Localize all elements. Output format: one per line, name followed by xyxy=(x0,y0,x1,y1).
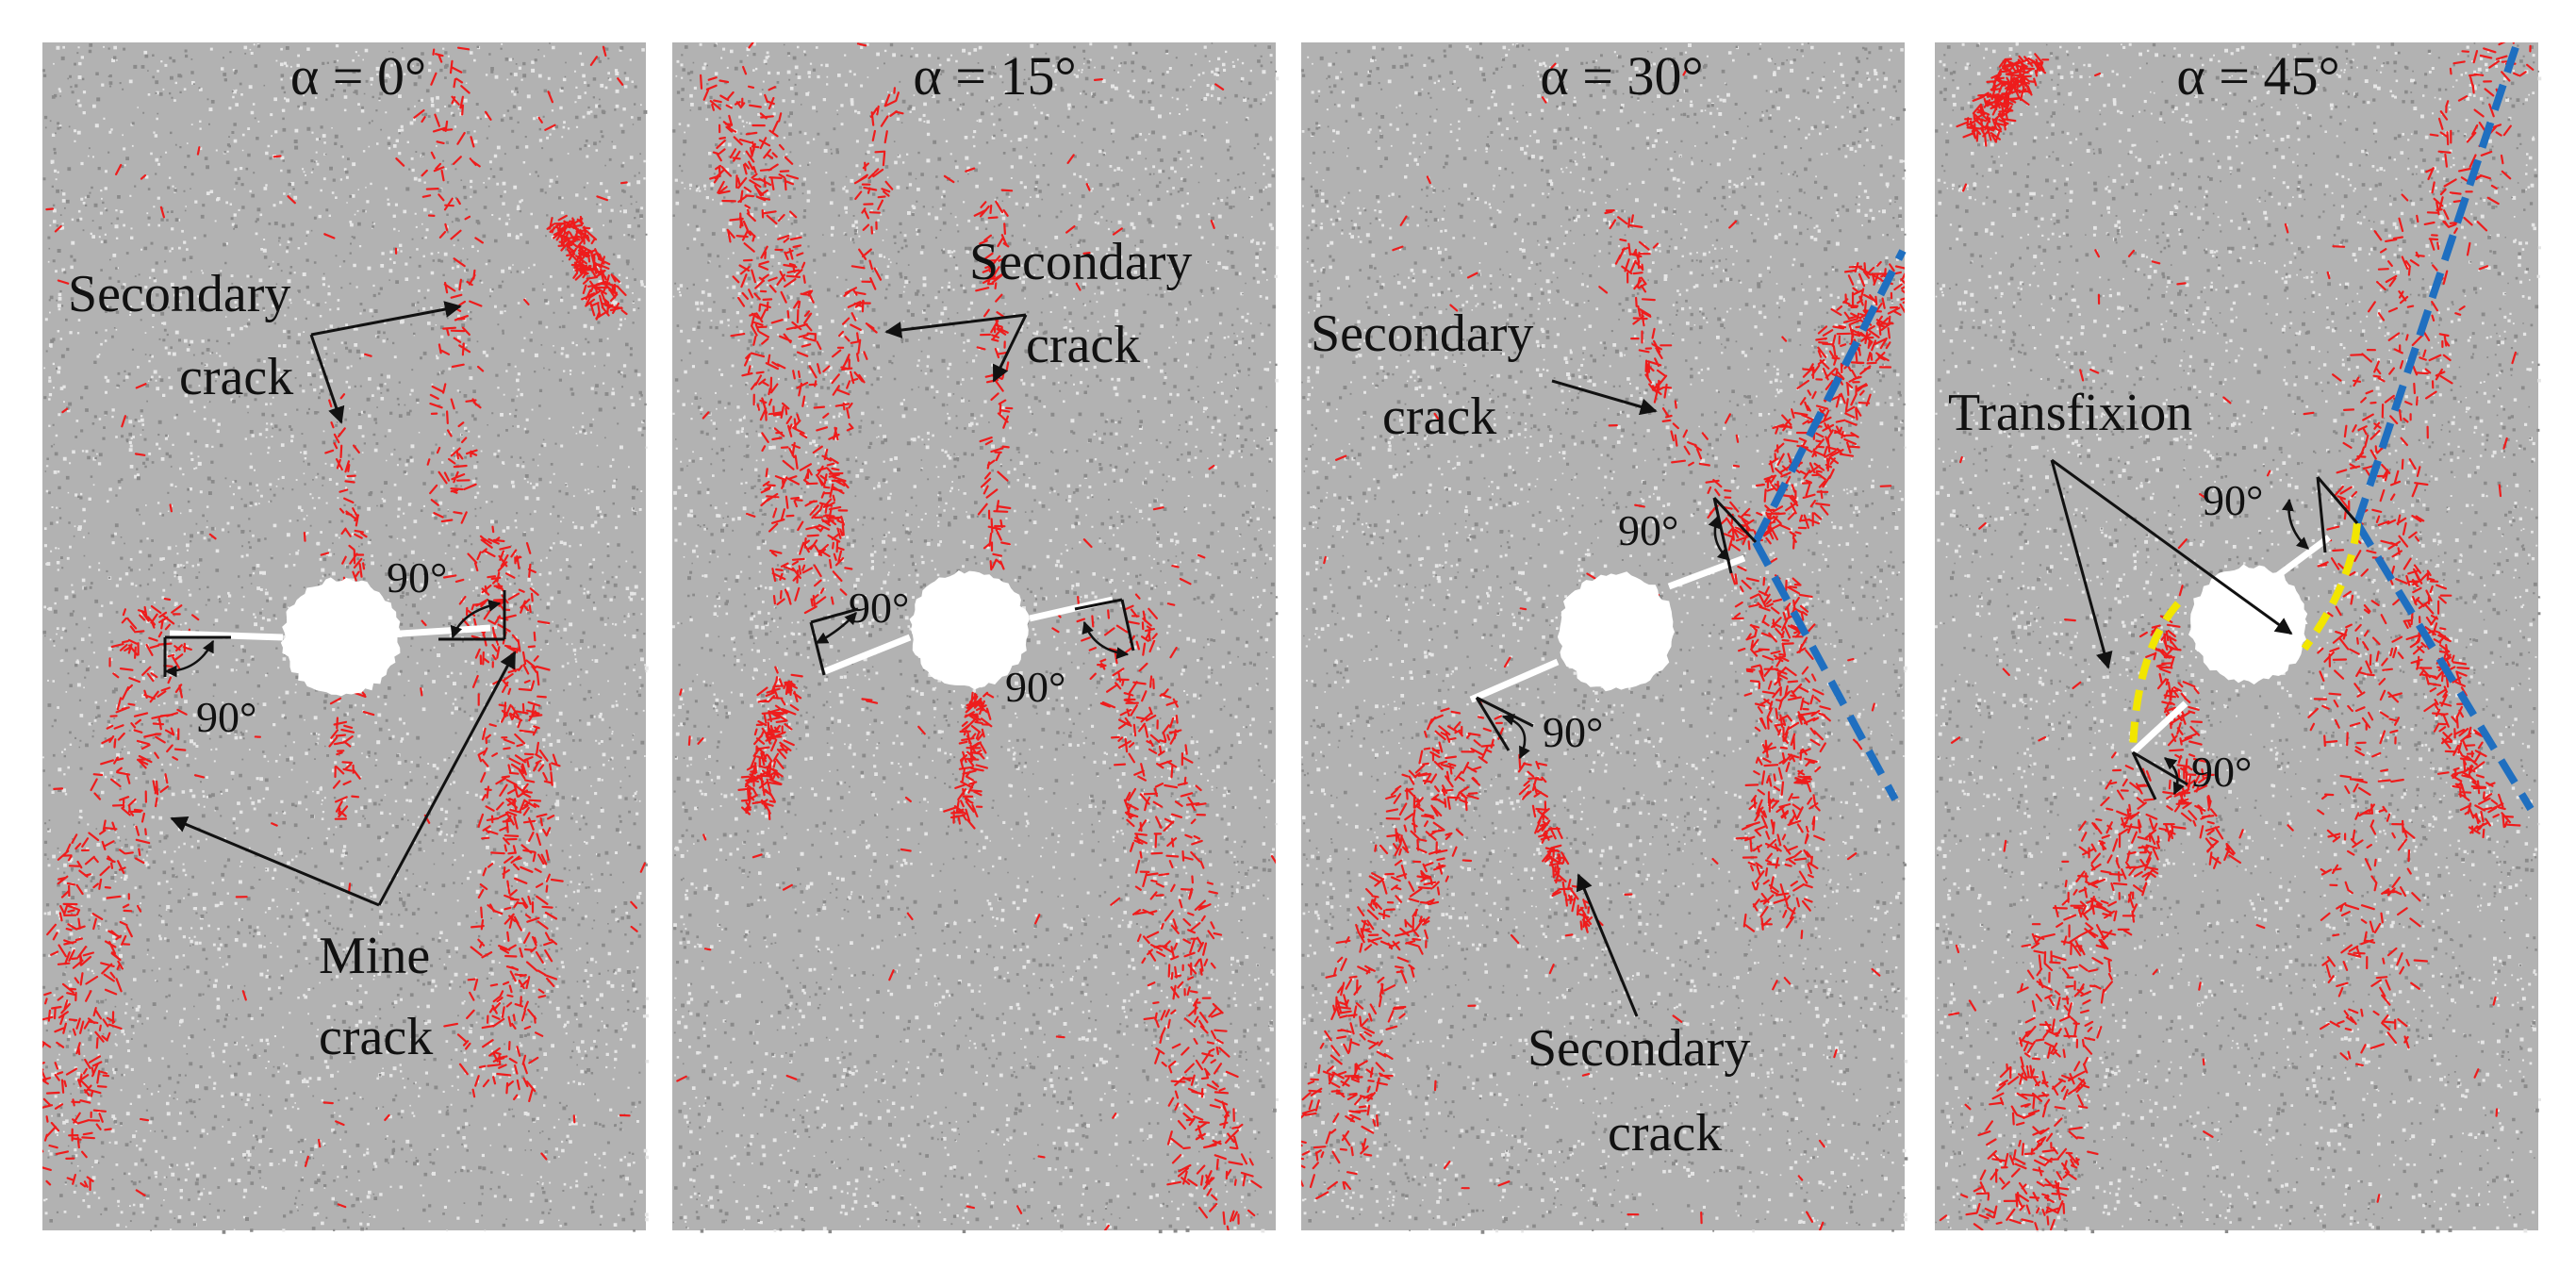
crack-network xyxy=(1939,42,2535,1230)
notch-slit-left xyxy=(1469,658,1560,703)
angle-arc-arrow xyxy=(1708,515,1730,561)
transfixion-path xyxy=(2129,601,2182,751)
crack-segments xyxy=(1939,42,2535,1230)
angle-label: 90° xyxy=(1005,663,1065,711)
annotation-label: crack xyxy=(1382,387,1496,446)
dashed-line xyxy=(1752,540,1899,801)
notch-slit-left xyxy=(2130,701,2188,755)
leader-line xyxy=(377,651,517,906)
leader-line xyxy=(2050,459,2113,669)
notch-slit-right xyxy=(1029,596,1114,622)
angle-arc-arrow xyxy=(2163,757,2185,796)
panel-alpha-30: α = 30° 90° 90° Secondary crack Secondar… xyxy=(1301,42,1908,1234)
leader-line xyxy=(884,313,1027,338)
angle-arc-arrow xyxy=(1501,714,1530,760)
leader-line xyxy=(992,314,1028,383)
borehole xyxy=(1557,571,1675,692)
angle-label: 90° xyxy=(1543,708,1603,756)
crack-network xyxy=(1301,62,1905,1230)
leader-line xyxy=(1551,379,1658,416)
panel-title: α = 30° xyxy=(1540,45,1703,107)
particle-speckle-dark xyxy=(1935,42,2541,1234)
annotation-label: Secondary xyxy=(68,265,290,323)
angle-arc-arrow xyxy=(164,639,215,678)
borehole xyxy=(909,569,1030,690)
annotation-label: Transfixion xyxy=(1948,384,2192,442)
angle-label: 90° xyxy=(1618,506,1678,554)
angle-arc-arrow xyxy=(2282,498,2309,550)
dashed-line xyxy=(2353,45,2519,525)
panel-alpha-45: α = 45° 90° 90° Transfixion xyxy=(1935,42,2542,1234)
angle-arc-arrow xyxy=(815,612,857,645)
right-angle-marker xyxy=(438,590,506,641)
dashed-line xyxy=(1752,249,1907,544)
panel-title: α = 45° xyxy=(2176,45,2339,107)
transfixion-path xyxy=(2301,522,2361,651)
angle-label: 90° xyxy=(196,693,256,741)
notch-slit-right xyxy=(2260,535,2332,589)
annotation-label: Secondary xyxy=(969,233,1192,291)
panel-title: α = 15° xyxy=(913,45,1076,107)
leader-line xyxy=(1576,873,1639,1017)
angle-arc-arrow xyxy=(1082,620,1130,660)
annotation-label: crack xyxy=(319,1008,433,1066)
annotation-label: crack xyxy=(1026,316,1140,374)
angle-label: 90° xyxy=(2203,476,2263,524)
borehole xyxy=(2188,564,2308,684)
notch-slit-right xyxy=(1667,554,1746,590)
panel-alpha-0: α = 0° 90° 90° Secondary crack Mine crac… xyxy=(42,42,650,1234)
angle-label: 90° xyxy=(2191,748,2252,796)
leader-line xyxy=(310,301,462,337)
right-angle-marker xyxy=(2316,476,2359,553)
annotation-label: crack xyxy=(1608,1104,1722,1162)
leader-line xyxy=(2051,458,2293,635)
notch-slit-left xyxy=(169,630,284,641)
annotation-label: Secondary xyxy=(1311,305,1533,363)
notch-slit-left xyxy=(823,634,912,675)
leader-line xyxy=(170,816,380,907)
borehole xyxy=(280,577,403,697)
leader-line xyxy=(309,334,345,424)
annotation-label: Mine xyxy=(319,927,430,985)
angle-label: 90° xyxy=(387,553,447,602)
particle-speckle-dark xyxy=(672,42,1279,1234)
angle-arc-arrow xyxy=(450,599,502,639)
annotation-label: Secondary xyxy=(1527,1019,1750,1078)
panel-alpha-15: α = 15° 90° 90° Secondary crack xyxy=(672,42,1280,1234)
particle-speckle-dark xyxy=(1301,42,1908,1234)
crack-segments xyxy=(1301,62,1905,1230)
angle-label: 90° xyxy=(849,584,909,632)
dashed-line xyxy=(2353,520,2535,812)
particle-speckle-dark xyxy=(42,42,648,1234)
annotation-label: crack xyxy=(179,348,293,406)
panel-title: α = 0° xyxy=(290,45,426,107)
